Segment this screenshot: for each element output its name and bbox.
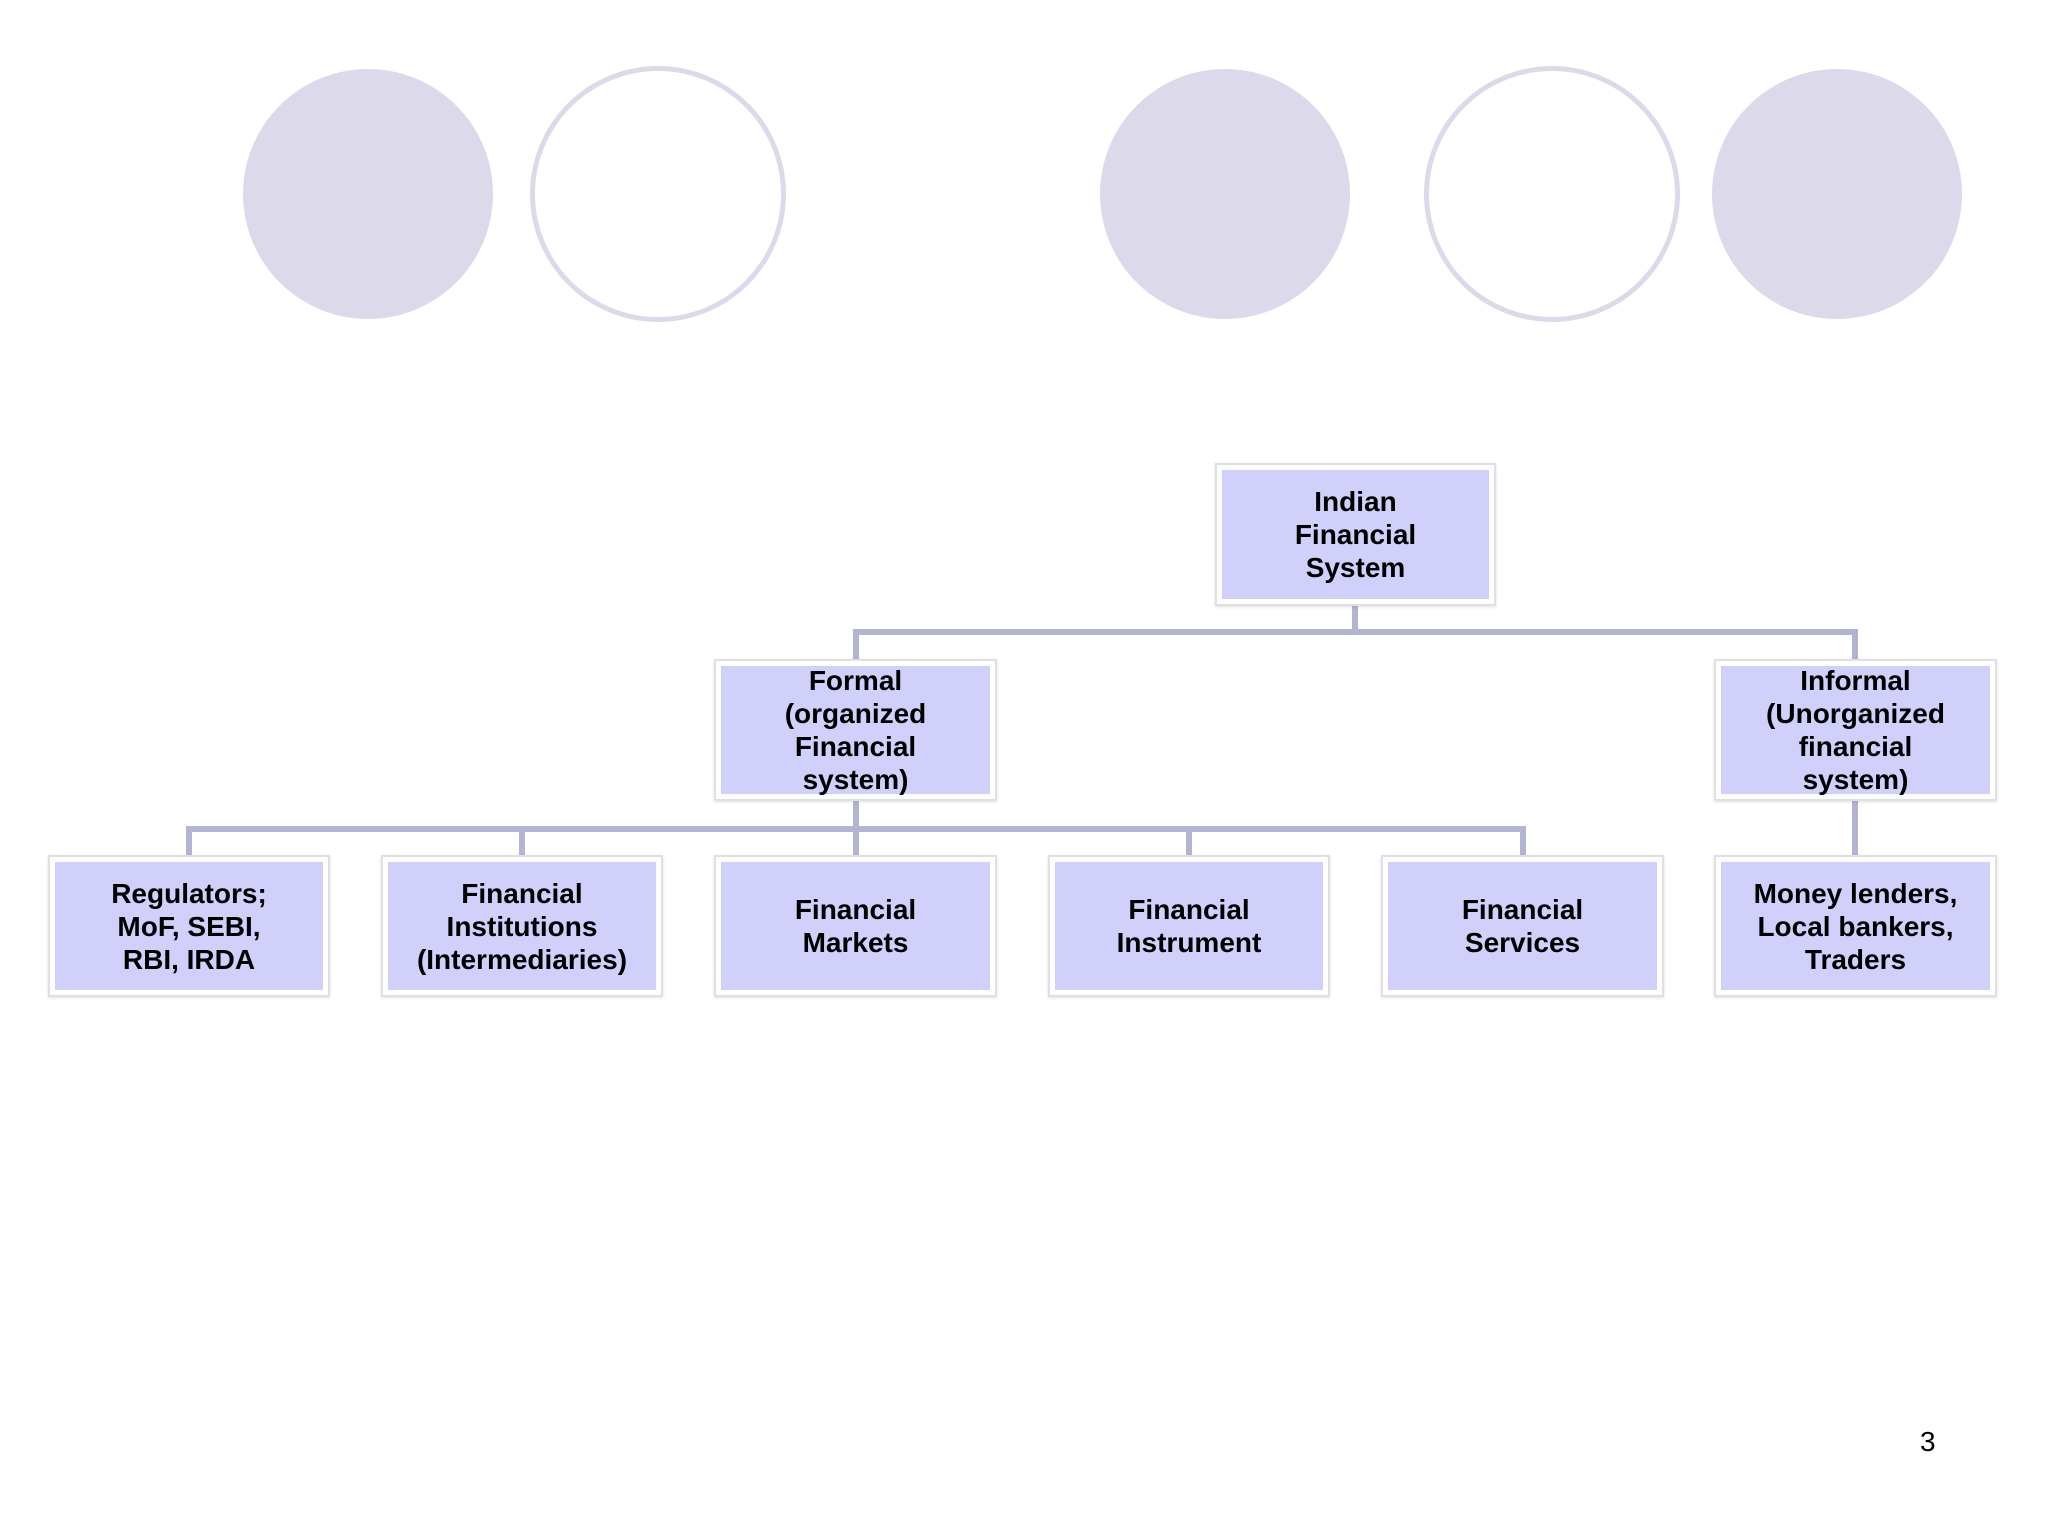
node-label: Money lenders, Local bankers, Traders <box>1721 862 1990 990</box>
node-informal-financial-system: Informal (Unorganized financial system) <box>1714 659 1997 801</box>
decor-circle-filled <box>1712 69 1962 319</box>
node-label: Indian Financial System <box>1222 470 1489 599</box>
decor-circle-outline <box>530 66 786 322</box>
node-financial-instrument: Financial Instrument <box>1048 855 1330 997</box>
node-label: Informal (Unorganized financial system) <box>1721 665 1990 795</box>
node-label: Financial Markets <box>721 862 990 990</box>
node-formal-financial-system: Formal (organized Financial system) <box>714 659 997 801</box>
node-label: Financial Instrument <box>1055 862 1323 990</box>
decor-circle-outline <box>1424 66 1680 322</box>
decor-circle-filled <box>243 69 493 319</box>
node-label: Formal (organized Financial system) <box>721 665 990 795</box>
node-label: Financial Institutions (Intermediaries) <box>388 862 656 990</box>
node-label: Financial Services <box>1388 862 1657 990</box>
page-number: 3 <box>1920 1426 1936 1457</box>
node-label: Regulators; MoF, SEBI, RBI, IRDA <box>55 862 323 990</box>
node-financial-institutions: Financial Institutions (Intermediaries) <box>381 855 663 997</box>
decor-circle-filled <box>1100 69 1350 319</box>
node-financial-markets: Financial Markets <box>714 855 997 997</box>
node-money-lenders: Money lenders, Local bankers, Traders <box>1714 855 1997 997</box>
node-indian-financial-system: Indian Financial System <box>1215 463 1496 606</box>
node-regulators: Regulators; MoF, SEBI, RBI, IRDA <box>48 855 330 997</box>
node-financial-services: Financial Services <box>1381 855 1664 997</box>
